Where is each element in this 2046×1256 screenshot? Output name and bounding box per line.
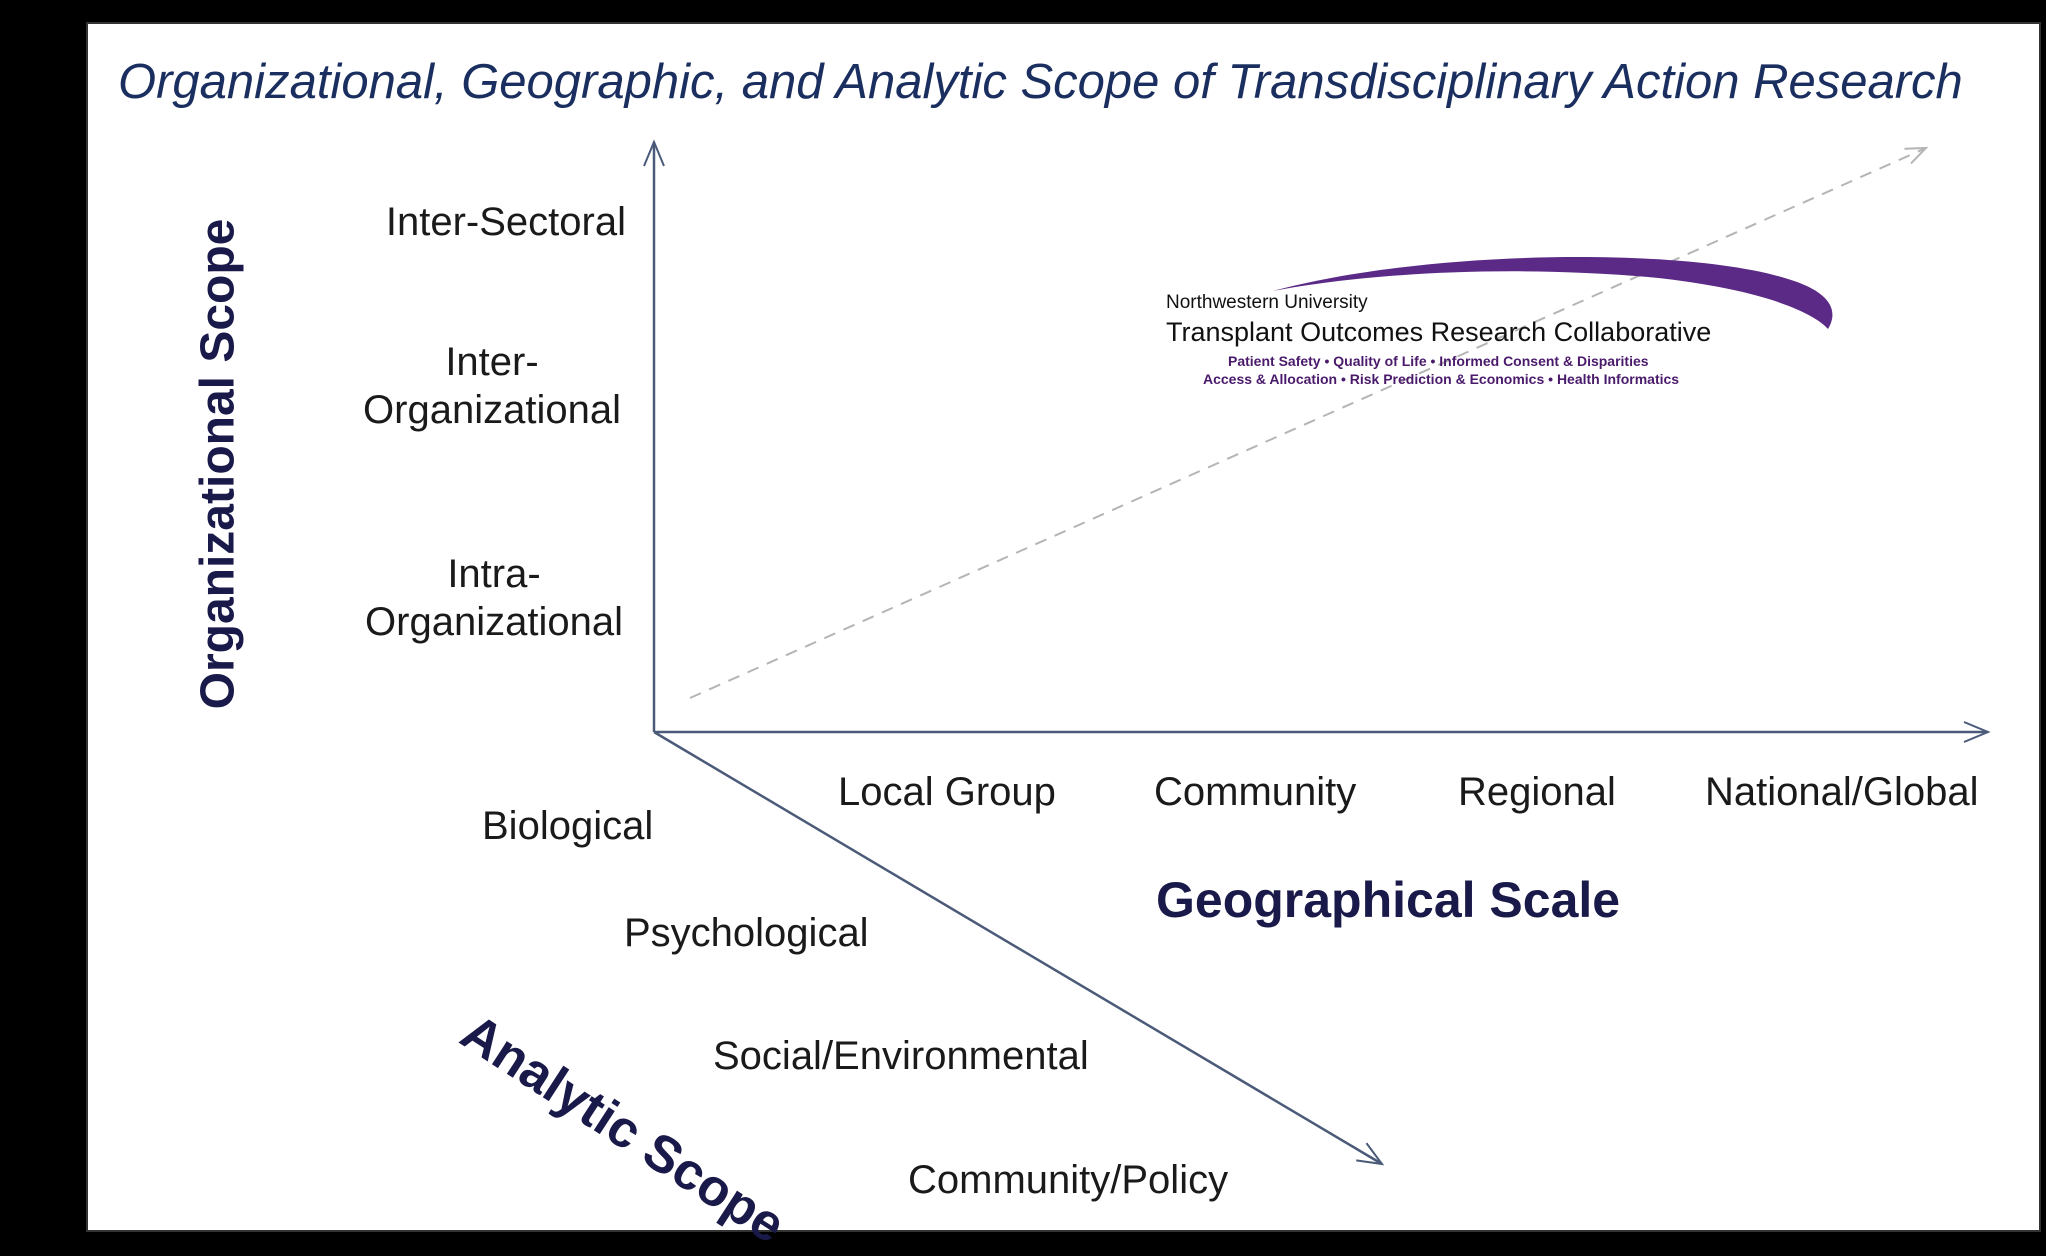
logo-swoosh <box>1273 257 1833 329</box>
geo-level-national-global: National/Global <box>1705 770 1979 814</box>
nutorc-logo: Northwestern University Transplant Outco… <box>1128 229 1878 409</box>
logo-topics-line2: Access & Allocation • Risk Prediction & … <box>1203 371 1680 387</box>
org-level-intra-organizational-line2: Organizational <box>365 600 623 644</box>
logo-topics-line1: Patient Safety • Quality of Life • Infor… <box>1228 353 1649 369</box>
org-level-inter-sectoral: Inter-Sectoral <box>385 200 626 244</box>
logo-collaborative-line: Transplant Outcomes Research Collaborati… <box>1166 317 1712 347</box>
geo-level-community: Community <box>1154 770 1357 814</box>
analytic-level-biological: Biological <box>482 804 654 848</box>
org-level-inter-organizational-line2: Organizational <box>363 388 621 432</box>
geo-level-regional: Regional <box>1458 770 1616 814</box>
logo-university-line: Northwestern University <box>1166 292 1368 313</box>
dashed-trend-line <box>689 146 1929 699</box>
geo-level-local-group: Local Group <box>838 770 1056 814</box>
org-level-intra-organizational-line1: Intra- <box>447 552 541 596</box>
analytic-level-psychological: Psychological <box>624 911 869 955</box>
diagram-canvas: Organizational, Geographic, and Analytic… <box>86 22 2041 1255</box>
analytic-level-community-policy: Community/Policy <box>908 1158 1229 1202</box>
axes-layer <box>643 139 1991 1166</box>
diagonal-axis <box>653 730 1385 1166</box>
geographical-scale-title: Geographical Scale <box>1156 872 1621 928</box>
diagram-title: Organizational, Geographic, and Analytic… <box>118 55 1963 109</box>
analytic-level-social-environmental: Social/Environmental <box>713 1034 1089 1078</box>
organizational-scope-title: Organizational Scope <box>191 218 245 710</box>
org-level-inter-organizational-line1: Inter- <box>445 340 539 384</box>
